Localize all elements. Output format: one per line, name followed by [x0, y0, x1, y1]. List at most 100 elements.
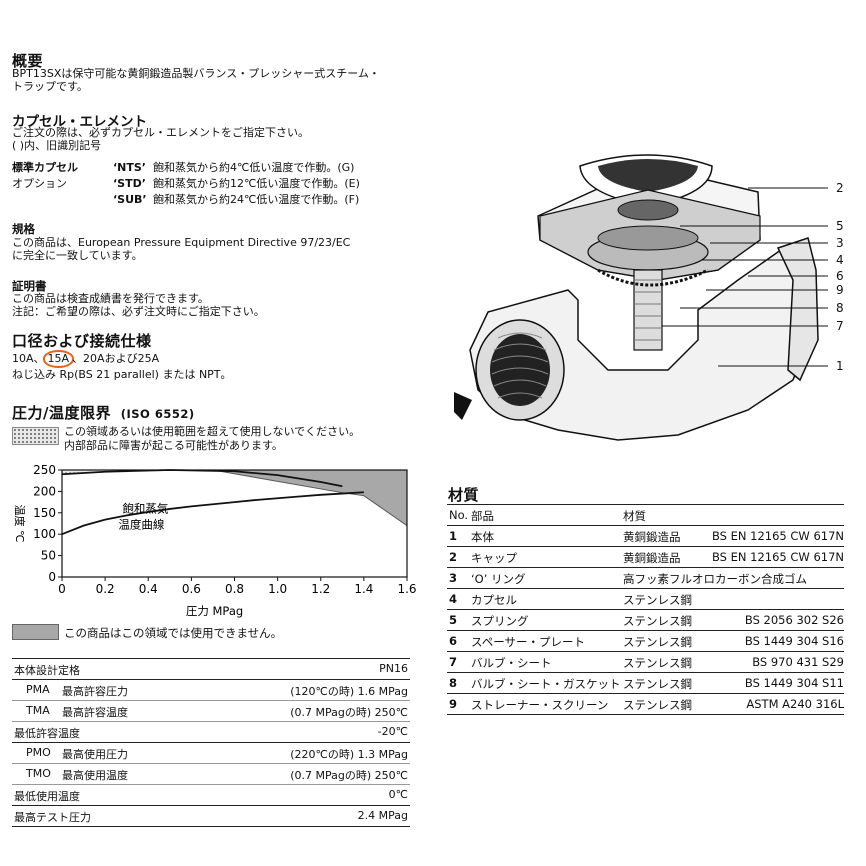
spec-value: PN16 [379, 662, 408, 675]
spec-code: TMA [26, 704, 50, 717]
y-tick-label: 100 [33, 527, 56, 541]
capsule-desc-sub: 飽和蒸気から約24℃低い温度で作動。(F) [153, 193, 360, 206]
size-15a-circled: 15A [42, 350, 75, 368]
y-tick-label: 50 [41, 549, 56, 563]
y-tick-label: 150 [33, 506, 56, 520]
not-usable-region-legend-swatch [12, 624, 59, 640]
spec-label: 最高使用温度 [62, 769, 128, 782]
material-no: 6 [449, 634, 458, 648]
size-20a-25a: 、20Aおよび25A [72, 352, 160, 365]
limits-heading: 圧力/温度限界 (ISO 6552) [12, 402, 195, 423]
spec-label: 最高使用圧力 [62, 748, 128, 761]
x-tick-label: 0.2 [96, 582, 115, 596]
y-tick-label: 250 [33, 463, 56, 477]
material-name: ステンレス鋼 [623, 677, 692, 691]
material-no: 9 [449, 697, 458, 711]
not-usable-region [212, 469, 408, 527]
callout-number-5: 5 [836, 219, 844, 233]
material-name: ステンレス鋼 [623, 656, 692, 670]
capsule-line-2: ( )内、旧識別記号 [12, 139, 102, 152]
x-tick-label: 1.0 [268, 582, 287, 596]
spec-value: -20℃ [377, 725, 408, 738]
inlet-bore [490, 334, 550, 406]
callout-number-2: 2 [836, 181, 844, 195]
certificate-line-1: この商品は検査成績書を発行できます。 [12, 292, 209, 305]
callout-number-7: 7 [836, 319, 844, 333]
materials-heading: 材質 [448, 486, 480, 504]
material-part: バルブ・シート [471, 656, 552, 670]
valve-seat-threads [634, 279, 662, 341]
x-tick-label: 0.6 [182, 582, 201, 596]
upper-limit-curve [61, 469, 343, 488]
capsule-desc-std: 飽和蒸気から約12℃低い温度で作動。(E) [153, 177, 360, 190]
material-standard: ASTM A240 316L [746, 697, 844, 711]
spec-row: PMO 最高使用圧力 (220℃の時) 1.3 MPag [12, 743, 410, 764]
capsule-desc-nts: 飽和蒸気から約4℃低い温度で作動。(G) [153, 161, 355, 174]
saturated-steam-curve [61, 491, 364, 536]
material-part: スペーサー・プレート [471, 635, 585, 649]
valve-seat [633, 269, 663, 351]
material-part: カプセル [471, 593, 517, 607]
material-no: 7 [449, 655, 458, 669]
material-no: 5 [449, 613, 458, 627]
spec-label: 最高許容温度 [62, 706, 128, 719]
capsule-code-std: ‘STD’ [113, 177, 146, 190]
spec-code: PMO [26, 746, 51, 759]
not-usable-legend-text: この商品はこの領域では使用できません。 [64, 626, 283, 640]
material-standard: BS 1449 304 S11 [744, 676, 844, 690]
overview-line-1: BPT13SXは保守可能な黄銅鍛造品製バランス・プレッシャー式スチーム・ [12, 67, 380, 80]
col-part: 部品 [471, 509, 494, 523]
spec-code: TMO [26, 767, 51, 780]
spec-value: (220℃の時) 1.3 MPag [290, 748, 408, 761]
material-name: 黄銅鍛造品 [623, 551, 681, 565]
standards-line-2: に完全に一致しています。 [12, 249, 143, 262]
cap-recess [598, 159, 698, 192]
material-name: 高フッ素フルオロカーボン合成ゴム [623, 572, 807, 586]
material-standard: BS 2056 302 S26 [744, 613, 844, 627]
material-no: 3 [449, 571, 458, 585]
warning-line-2: 内部部品に障害が起こる可能性があります。 [64, 439, 283, 452]
material-no: 8 [449, 676, 458, 690]
x-tick-label: 0.4 [139, 582, 158, 596]
standards-heading: 規格 [12, 222, 35, 236]
material-name: ステンレス鋼 [623, 635, 692, 649]
callout-number-1: 1 [836, 359, 844, 373]
spec-value: 2.4 MPag [357, 809, 408, 822]
x-tick-label: 0.8 [225, 582, 244, 596]
overview-heading: 概要 [12, 52, 44, 70]
callout-number-8: 8 [836, 301, 844, 315]
callout-number-9: 9 [836, 283, 844, 297]
sizes-line-1: 10A、15A、20Aおよび25A [12, 350, 160, 368]
x-axis-label: 圧力 MPag [186, 604, 243, 618]
col-no: No. [449, 508, 469, 522]
size-10a: 10A、 [12, 352, 45, 365]
inlet-thread-lines [491, 332, 549, 399]
overview-line-2: トラップです。 [12, 80, 88, 93]
spec-label: 最低使用温度 [14, 790, 80, 803]
callout-number-4: 4 [836, 253, 844, 267]
limits-title: 圧力/温度限界 [12, 404, 111, 422]
standards-line-1: この商品は、European Pressure Equipment Direct… [12, 236, 351, 249]
callout-number-3: 3 [836, 236, 844, 250]
strainer-screen [597, 268, 709, 287]
material-part: ストレーナー・スクリーン [471, 698, 609, 712]
callout-leader-lines [662, 187, 828, 367]
spec-value: 0℃ [388, 788, 408, 801]
flow-direction-arrow-icon [454, 392, 472, 420]
spec-value: (120℃の時) 1.6 MPag [290, 685, 408, 698]
steam-curve-label-1: 飽和蒸気 [122, 502, 168, 516]
callout-number-6: 6 [836, 269, 844, 283]
col-material: 材質 [623, 509, 646, 523]
warning-line-1: この領域あるいは使用範囲を超えて使用しないでください。 [64, 425, 361, 438]
